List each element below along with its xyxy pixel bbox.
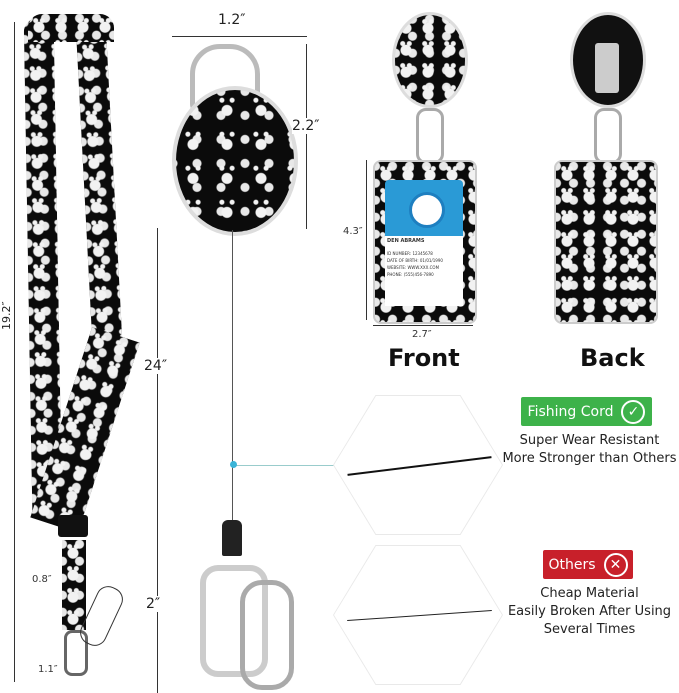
id-info: DEN ABRAMS ID NUMBER: 12345678 DATE OF B… [385,236,463,306]
clip-width-label: 1.1″ [38,664,58,675]
cord-length-label: 24″ [144,358,168,374]
id-field: WEBSITE: WWW.XXX.COM [387,265,440,270]
fishing-cord-badge-label: Fishing Cord [527,403,614,420]
others-hexagon [333,545,503,685]
front-reel [392,12,468,108]
others-badge: Others ✕ [543,550,633,579]
front-clip [416,108,444,164]
caption-line: Easily Broken After Using [507,604,672,619]
others-badge-label: Others [548,556,596,573]
key-ring [200,565,268,677]
id-field: DATE OF BIRTH: 01/01/1990 [387,258,443,263]
front-card: DEN ABRAMS ID NUMBER: 12345678 DATE OF B… [373,160,477,324]
lanyard-top [28,14,114,42]
id-header [385,180,463,236]
fishing-cord-caption: Super Wear Resistant More Stronger than … [500,432,679,468]
back-clip [594,108,622,164]
card-width-label: 2.7″ [412,329,432,340]
fishing-cord-badge: Fishing Cord ✓ [521,397,652,426]
id-field: ID NUMBER: 12345678 [387,251,433,256]
others-caption: Cheap Material Easily Broken After Using… [500,585,679,639]
front-label: Front [388,344,460,372]
caption-line: More Stronger than Others [502,451,677,466]
caption-line: Super Wear Resistant [519,433,660,448]
cord-callout-line [234,465,334,466]
belt-clip [595,43,619,93]
lanyard-hook [64,630,88,676]
breakaway-buckle [58,515,88,537]
reel-width-label: 1.2″ [218,12,246,28]
back-reel [570,12,646,108]
card-height-line [366,160,367,320]
cord-callout-dot [230,461,237,468]
back-card [554,160,658,324]
back-label: Back [580,344,645,372]
lanyard-right-strap [75,17,123,349]
lanyard-length-line [14,22,15,682]
reel-height-line [306,44,307,229]
card-width-line [373,325,473,326]
retractable-cord [232,230,233,520]
lanyard-end [62,540,86,630]
cord-length-line [157,228,158,693]
lanyard-length-label: 19.2″ [0,301,13,330]
reel-height-label: 2.2″ [292,118,320,134]
x-circle-icon: ✕ [603,552,628,577]
avatar [409,192,445,228]
cord-stopper [222,520,242,556]
id-field: PHONE: (555)456-7890 [387,272,434,277]
clip-length-label: 2″ [146,596,161,612]
lanyard-width-label: 0.8″ [32,574,52,585]
lobster-clasp [240,580,294,690]
caption-line: Cheap Material [540,586,639,601]
reel-body [172,86,298,236]
card-height-label: 4.3″ [343,226,363,237]
check-circle-icon: ✓ [621,399,646,424]
reel-width-line [172,36,307,37]
fishing-cord-hexagon [333,395,503,535]
id-name: DEN ABRAMS [387,238,425,244]
caption-line: Several Times [543,622,636,637]
